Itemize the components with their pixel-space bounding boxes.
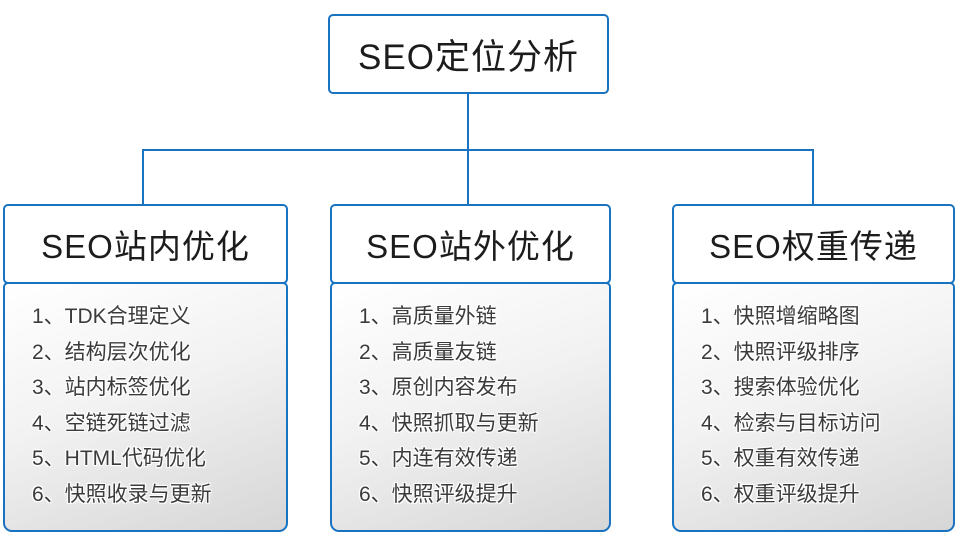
list-item: 3、站内标签优化	[32, 376, 191, 399]
connector-drop-left	[142, 149, 144, 206]
list-item: 6、权重评级提升	[701, 482, 860, 506]
list-item: 5、内连有效传递	[359, 447, 518, 470]
group-onsite-title: SEO站内优化	[41, 228, 250, 265]
group-offsite-list: 1、高质量外链 2、高质量友链 3、原创内容发布 4、快照抓取与更新 5、内连有…	[330, 282, 611, 532]
list-item: 1、TDK合理定义	[32, 305, 191, 328]
group-weight-title: SEO权重传递	[709, 228, 918, 265]
group-weight-transfer: SEO权重传递 1、快照增缩略图 2、快照评级排序 3、搜索体验优化 4、检索与…	[672, 204, 955, 532]
list-item: 1、快照增缩略图	[701, 305, 860, 328]
root-node-seo-positioning: SEO定位分析	[328, 14, 609, 94]
list-item: 3、搜索体验优化	[701, 376, 860, 399]
list-item: 1、高质量外链	[359, 305, 497, 328]
root-node-title: SEO定位分析	[358, 37, 579, 77]
connector-horizontal	[142, 149, 814, 151]
group-offsite-title: SEO站外优化	[366, 228, 575, 265]
list-item: 2、高质量友链	[359, 340, 497, 364]
list-item: 3、原创内容发布	[359, 376, 518, 399]
list-item: 5、权重有效传递	[701, 447, 860, 470]
list-item: 4、检索与目标访问	[701, 411, 881, 435]
list-item: 6、快照收录与更新	[32, 482, 212, 506]
group-weight-header: SEO权重传递	[672, 204, 955, 284]
group-offsite-optimization: SEO站外优化 1、高质量外链 2、高质量友链 3、原创内容发布 4、快照抓取与…	[330, 204, 611, 532]
group-onsite-header: SEO站内优化	[3, 204, 288, 284]
list-item: 5、HTML代码优化	[32, 447, 206, 470]
connector-drop-right	[812, 149, 814, 206]
connector-drop-center	[467, 149, 469, 206]
list-item: 2、结构层次优化	[32, 340, 191, 364]
list-item: 2、快照评级排序	[701, 340, 860, 364]
group-onsite-list: 1、TDK合理定义 2、结构层次优化 3、站内标签优化 4、空链死链过滤 5、H…	[3, 282, 288, 532]
list-item: 4、空链死链过滤	[32, 411, 191, 435]
list-item: 4、快照抓取与更新	[359, 411, 539, 435]
connector-root-stem	[467, 94, 469, 151]
group-weight-list: 1、快照增缩略图 2、快照评级排序 3、搜索体验优化 4、检索与目标访问 5、权…	[672, 282, 955, 532]
list-item: 6、快照评级提升	[359, 482, 518, 506]
group-offsite-header: SEO站外优化	[330, 204, 611, 284]
group-onsite-optimization: SEO站内优化 1、TDK合理定义 2、结构层次优化 3、站内标签优化 4、空链…	[3, 204, 288, 532]
